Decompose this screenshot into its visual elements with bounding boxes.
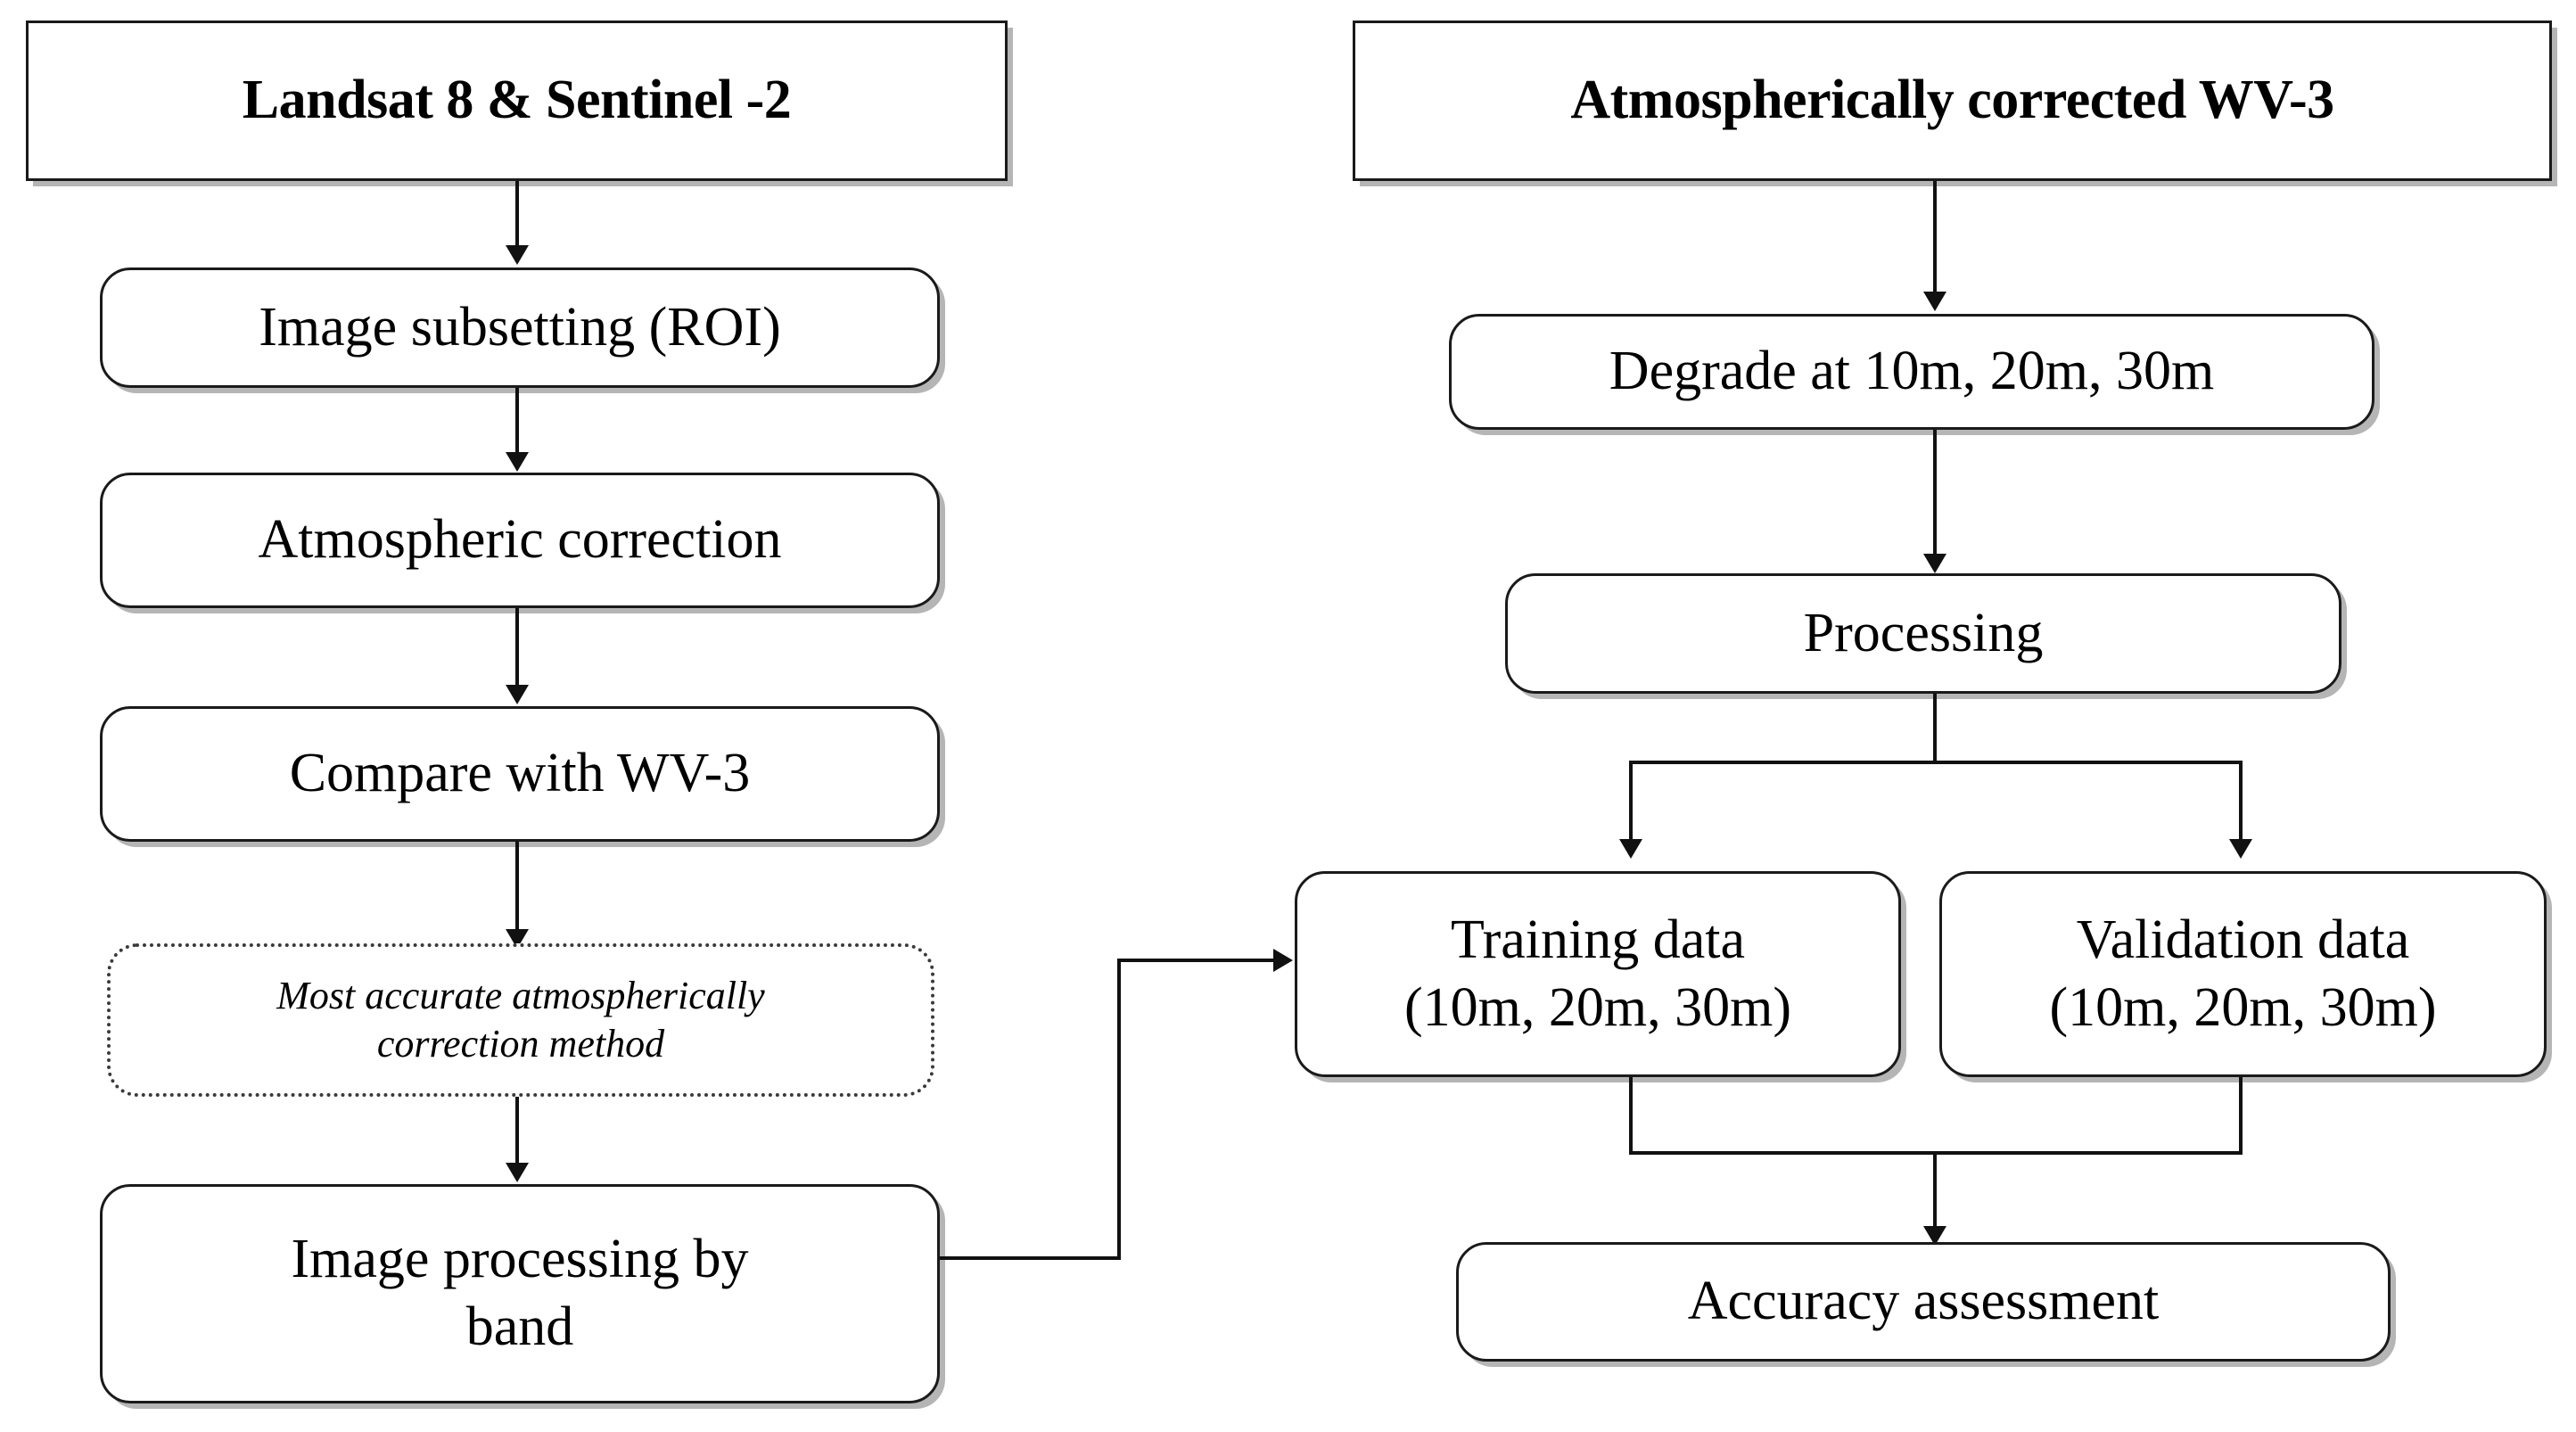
edge-method-to-processing-line xyxy=(515,1097,519,1168)
node-landsat-sentinel[interactable]: Landsat 8 & Sentinel -2 xyxy=(26,21,1008,181)
node-processing-label: Processing xyxy=(1803,602,2044,663)
node-wv3-corrected-label: Atmospherically corrected WV-3 xyxy=(1570,70,2334,131)
edge-subsetting-to-atmos-line xyxy=(515,388,519,457)
edge-split-to-validation-arrowhead xyxy=(2229,839,2252,859)
node-compare-wv3-label: Compare with WV-3 xyxy=(289,743,751,804)
node-training-data[interactable]: Training data (10m, 20m, 30m) xyxy=(1295,871,1901,1077)
edge-merge-to-accuracy-arrowhead xyxy=(1923,1226,1946,1246)
node-validation-data[interactable]: Validation data (10m, 20m, 30m) xyxy=(1939,871,2547,1077)
node-atmospheric-correction[interactable]: Atmospheric correction xyxy=(100,473,940,608)
node-most-accurate-method-label: Most accurate atmospherically correction… xyxy=(276,974,765,1066)
node-degrade[interactable]: Degrade at 10m, 20m, 30m xyxy=(1449,314,2374,430)
edge-subsetting-to-atmos-arrowhead xyxy=(506,452,529,472)
edge-compare-to-method-line xyxy=(515,842,519,934)
edge-degrade-to-processing-line xyxy=(1933,430,1937,559)
node-compare-wv3[interactable]: Compare with WV-3 xyxy=(100,706,940,842)
node-image-subsetting-label: Image subsetting (ROI) xyxy=(259,296,781,358)
edge-landsat-to-subsetting-line xyxy=(515,181,519,251)
edge-validation-merge-line xyxy=(2239,1077,2243,1155)
node-accuracy-assessment-label: Accuracy assessment xyxy=(1687,1271,2160,1332)
edge-split-to-training-line xyxy=(1629,761,1633,844)
node-wv3-corrected[interactable]: Atmospherically corrected WV-3 xyxy=(1353,21,2552,181)
node-image-processing-band[interactable]: Image processing by band xyxy=(100,1184,940,1403)
edge-atmos-to-compare-line xyxy=(515,608,519,690)
edge-band-to-training-v xyxy=(1117,959,1121,1260)
edge-degrade-to-processing-arrowhead xyxy=(1923,554,1946,573)
node-landsat-sentinel-label: Landsat 8 & Sentinel -2 xyxy=(242,70,792,131)
node-processing[interactable]: Processing xyxy=(1505,573,2341,694)
node-validation-data-label: Validation data (10m, 20m, 30m) xyxy=(2049,909,2437,1038)
edge-merge-to-accuracy-line xyxy=(1933,1151,1937,1231)
edge-wv3-to-degrade-arrowhead xyxy=(1923,292,1946,311)
edge-atmos-to-compare-arrowhead xyxy=(506,685,529,704)
node-image-subsetting[interactable]: Image subsetting (ROI) xyxy=(100,267,940,388)
edge-method-to-processing-arrowhead xyxy=(506,1163,529,1182)
edge-wv3-to-degrade-line xyxy=(1933,181,1937,297)
node-training-data-label: Training data (10m, 20m, 30m) xyxy=(1404,909,1791,1038)
edge-training-merge-line xyxy=(1629,1077,1633,1155)
edge-split-to-validation-line xyxy=(2239,761,2243,844)
edge-band-to-training-arrowhead xyxy=(1273,949,1293,972)
node-degrade-label: Degrade at 10m, 20m, 30m xyxy=(1609,341,2215,402)
edge-split-to-training-arrowhead xyxy=(1619,839,1642,859)
edge-processing-split-stem xyxy=(1933,694,1937,763)
node-accuracy-assessment[interactable]: Accuracy assessment xyxy=(1456,1242,2391,1362)
node-image-processing-band-label: Image processing by band xyxy=(291,1229,749,1357)
node-atmospheric-correction-label: Atmospheric correction xyxy=(258,509,782,571)
edge-landsat-to-subsetting-arrowhead xyxy=(506,245,529,265)
edge-band-to-training-h1 xyxy=(940,1256,1121,1260)
edge-band-to-training-h2 xyxy=(1117,959,1276,962)
node-most-accurate-method[interactable]: Most accurate atmospherically correction… xyxy=(107,943,934,1097)
edge-processing-split-bar xyxy=(1629,761,2243,764)
